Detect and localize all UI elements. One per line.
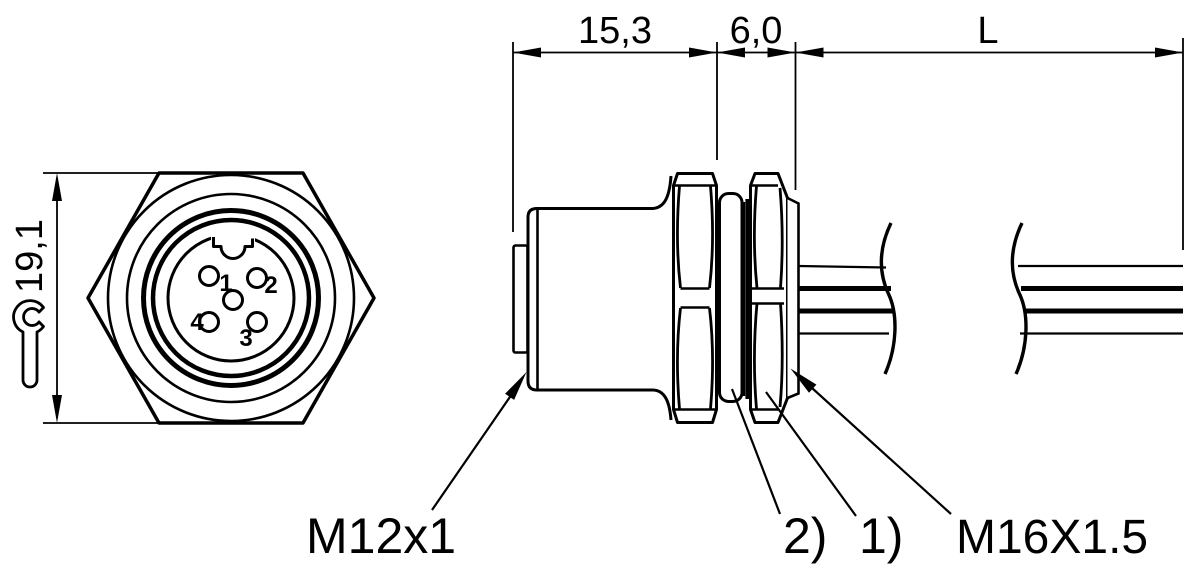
leader-line-locknut <box>765 391 857 517</box>
seal-gasket <box>718 192 744 403</box>
arrowhead-left <box>717 47 745 58</box>
hex-flange-side <box>672 172 718 424</box>
pin-2-hole <box>246 267 268 289</box>
callouts: M12x1 2) 1) M16X1.5 <box>306 368 1148 564</box>
keyway-notch <box>212 237 254 260</box>
lock-nut-side <box>749 172 789 424</box>
leader-arrowhead <box>790 368 817 393</box>
callout-2-label: 2) <box>783 508 827 564</box>
leader-line-m16 <box>811 387 952 515</box>
arrowhead-right <box>689 47 717 58</box>
mounting-thread-band <box>786 196 800 400</box>
arrowhead-up <box>52 173 62 201</box>
callout-1-label: 1) <box>859 508 903 564</box>
pin-3-label: 3 <box>239 325 252 352</box>
arrowhead-down <box>52 395 62 423</box>
dim-6-0-text: 6,0 <box>730 10 783 52</box>
label-m12x1: M12x1 <box>306 508 456 564</box>
dim-L-text: L <box>977 10 998 52</box>
top-dimensions: 15,3 6,0 L <box>512 10 1184 250</box>
wrench-icon <box>12 299 45 389</box>
pin-1-label: 1 <box>219 270 232 297</box>
pin-center-hole <box>222 289 244 311</box>
flange-circle-2 <box>125 192 337 404</box>
front-view: 1 2 4 3 <box>86 171 376 425</box>
cable-break-icon <box>1010 222 1028 375</box>
arrowhead-right <box>1155 47 1183 58</box>
dim-19-1-text: 19,1 <box>9 219 51 293</box>
cable-wires <box>798 222 1183 375</box>
arrowhead-right <box>767 47 796 58</box>
pin-4-hole <box>198 311 220 333</box>
pin-4-label: 4 <box>190 309 204 336</box>
arrowhead-left <box>513 47 541 58</box>
mating-face-tip <box>512 244 529 354</box>
flange-circle-outer <box>106 173 356 423</box>
coupling-ring-inner <box>150 217 312 379</box>
label-m16x1-5: M16X1.5 <box>956 511 1148 564</box>
leader-line-m12 <box>431 393 513 511</box>
side-view <box>512 172 1183 424</box>
hex-flange-outline <box>86 171 376 425</box>
leader-line-seal <box>730 388 782 515</box>
pin-1-hole <box>198 265 220 287</box>
coupling-ring-outer <box>141 208 321 388</box>
leader-arrowhead <box>505 372 527 400</box>
dimension-wrench-size: 19,1 <box>9 172 158 424</box>
pin-2-label: 2 <box>264 272 277 299</box>
arrowhead-left <box>795 47 824 58</box>
cable-break-icon <box>879 222 897 375</box>
pin-3-hole <box>246 311 268 333</box>
connector-body <box>526 175 673 421</box>
dim-15-3-text: 15,3 <box>578 10 652 52</box>
